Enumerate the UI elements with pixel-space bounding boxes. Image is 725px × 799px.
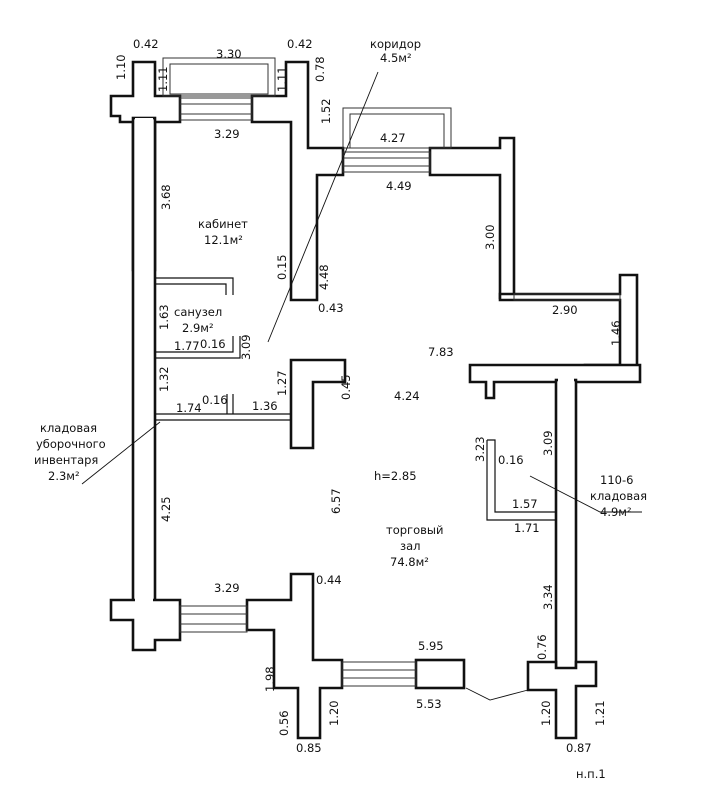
leader-cleaning-storage <box>81 421 161 485</box>
dim-1-11-right: 1.11 <box>275 66 289 92</box>
window-right-upper <box>513 293 621 301</box>
dim-1-10-left: 1.10 <box>114 54 128 80</box>
label-cleaning-storage-area: 2.3м² <box>48 469 80 483</box>
wall-storage-inner <box>486 439 556 521</box>
label-ceiling-height: h=2.85 <box>374 469 417 483</box>
leader-lines <box>81 71 642 701</box>
dim-1-71: 1.71 <box>514 521 540 535</box>
dim-1-36: 1.36 <box>252 399 278 413</box>
label-bathroom-area: 2.9м² <box>182 321 214 335</box>
dim-4-49: 4.49 <box>386 179 412 193</box>
label-sales-hall-line2: зал <box>400 539 421 553</box>
dim-0-42-left: 0.42 <box>133 37 159 51</box>
label-corridor-name: коридор <box>370 37 421 51</box>
dim-3-09-left: 3.09 <box>239 334 253 360</box>
label-cleaning-storage-line3: инвентаря <box>34 453 98 467</box>
dim-1-32: 1.32 <box>157 366 171 392</box>
wall-storage-left-partition <box>155 394 291 421</box>
dim-1-74: 1.74 <box>176 401 202 415</box>
dim-5-53: 5.53 <box>416 697 442 711</box>
dim-0-78: 0.78 <box>313 56 327 82</box>
dim-1-77: 1.77 <box>174 339 200 353</box>
dim-3-30: 3.30 <box>216 47 242 61</box>
label-sales-hall-area: 74.8м² <box>390 555 429 569</box>
dim-0-85: 0.85 <box>296 741 322 755</box>
dim-3-34: 3.34 <box>541 584 555 610</box>
dim-0-16-b: 0.16 <box>202 393 228 407</box>
label-corridor-area: 4.5м² <box>380 51 412 65</box>
dim-1-11-left: 1.11 <box>156 66 170 92</box>
dim-0-45: 0.45 <box>339 374 353 400</box>
dim-3-00: 3.00 <box>483 224 497 250</box>
label-office-name: кабинет <box>198 217 248 231</box>
dim-0-44: 0.44 <box>316 573 342 587</box>
dim-1-21: 1.21 <box>593 700 607 726</box>
dim-1-63: 1.63 <box>157 304 171 330</box>
label-storage-110b-code: 110-6 <box>600 473 633 487</box>
wall-bathroom-top <box>155 277 234 295</box>
dimensions: 0.42 1.10 1.11 3.30 0.42 1.11 0.78 3.29 … <box>114 37 623 755</box>
label-bathroom-name: санузел <box>174 305 222 319</box>
dim-1-27: 1.27 <box>275 370 289 396</box>
window-top-left <box>162 57 276 97</box>
walls <box>109 60 642 740</box>
window-bottom-mid <box>341 661 417 687</box>
room-labels: коридор 4.5м² кабинет 12.1м² санузел 2.9… <box>34 37 647 781</box>
dim-1-98: 1.98 <box>263 666 277 692</box>
dim-0-16-c: 0.16 <box>498 453 524 467</box>
label-storage-110b-area: 4.9м² <box>600 505 632 519</box>
label-storage-110b-name: кладовая <box>590 489 647 503</box>
wall-top-mid-pier <box>250 60 345 302</box>
dim-0-76: 0.76 <box>535 634 549 660</box>
window-bottom-left <box>179 605 248 633</box>
dim-2-90: 2.90 <box>552 303 578 317</box>
dim-4-48: 4.48 <box>317 264 331 290</box>
wall-bottom-left-pier <box>245 572 344 740</box>
dim-1-20-left: 1.20 <box>327 700 341 726</box>
dim-0-56: 0.56 <box>277 710 291 736</box>
dim-4-25: 4.25 <box>159 496 173 522</box>
dim-3-09-right: 3.09 <box>541 430 555 456</box>
windows <box>162 57 621 687</box>
dim-3-29-top: 3.29 <box>214 127 240 141</box>
dim-1-57: 1.57 <box>512 497 538 511</box>
dim-1-46: 1.46 <box>609 320 623 346</box>
leader-corridor <box>267 71 379 343</box>
dim-1-20-right: 1.20 <box>539 700 553 726</box>
label-cleaning-storage-line2: уборочного <box>36 437 106 451</box>
dim-4-24: 4.24 <box>394 389 420 403</box>
label-office-area: 12.1м² <box>204 233 243 247</box>
label-sales-hall-line1: торговый <box>386 523 443 537</box>
dim-3-68: 3.68 <box>159 184 173 210</box>
sheet-mark: н.п.1 <box>576 767 606 781</box>
dim-0-42-right: 0.42 <box>287 37 313 51</box>
dim-3-23: 3.23 <box>473 436 487 462</box>
wall-corridor-right <box>428 136 516 300</box>
wall-interior-mid <box>289 358 347 450</box>
dim-3-29-bottom: 3.29 <box>214 581 240 595</box>
dim-4-27: 4.27 <box>380 131 406 145</box>
dim-0-16-a: 0.16 <box>200 337 226 351</box>
wall-bottom-right-pier <box>526 660 598 740</box>
wall-bathroom-bottom <box>155 336 241 359</box>
label-cleaning-storage-line1: кладовая <box>40 421 97 435</box>
dim-0-43: 0.43 <box>318 301 344 315</box>
dim-0-87: 0.87 <box>566 741 592 755</box>
dim-5-95: 5.95 <box>418 639 444 653</box>
dim-6-57: 6.57 <box>329 488 343 514</box>
dim-7-83: 7.83 <box>428 345 454 359</box>
dim-1-52: 1.52 <box>319 98 333 124</box>
leader-storage-110b <box>529 475 642 513</box>
dim-0-15: 0.15 <box>275 254 289 280</box>
wall-bottom-window-block <box>414 658 466 690</box>
